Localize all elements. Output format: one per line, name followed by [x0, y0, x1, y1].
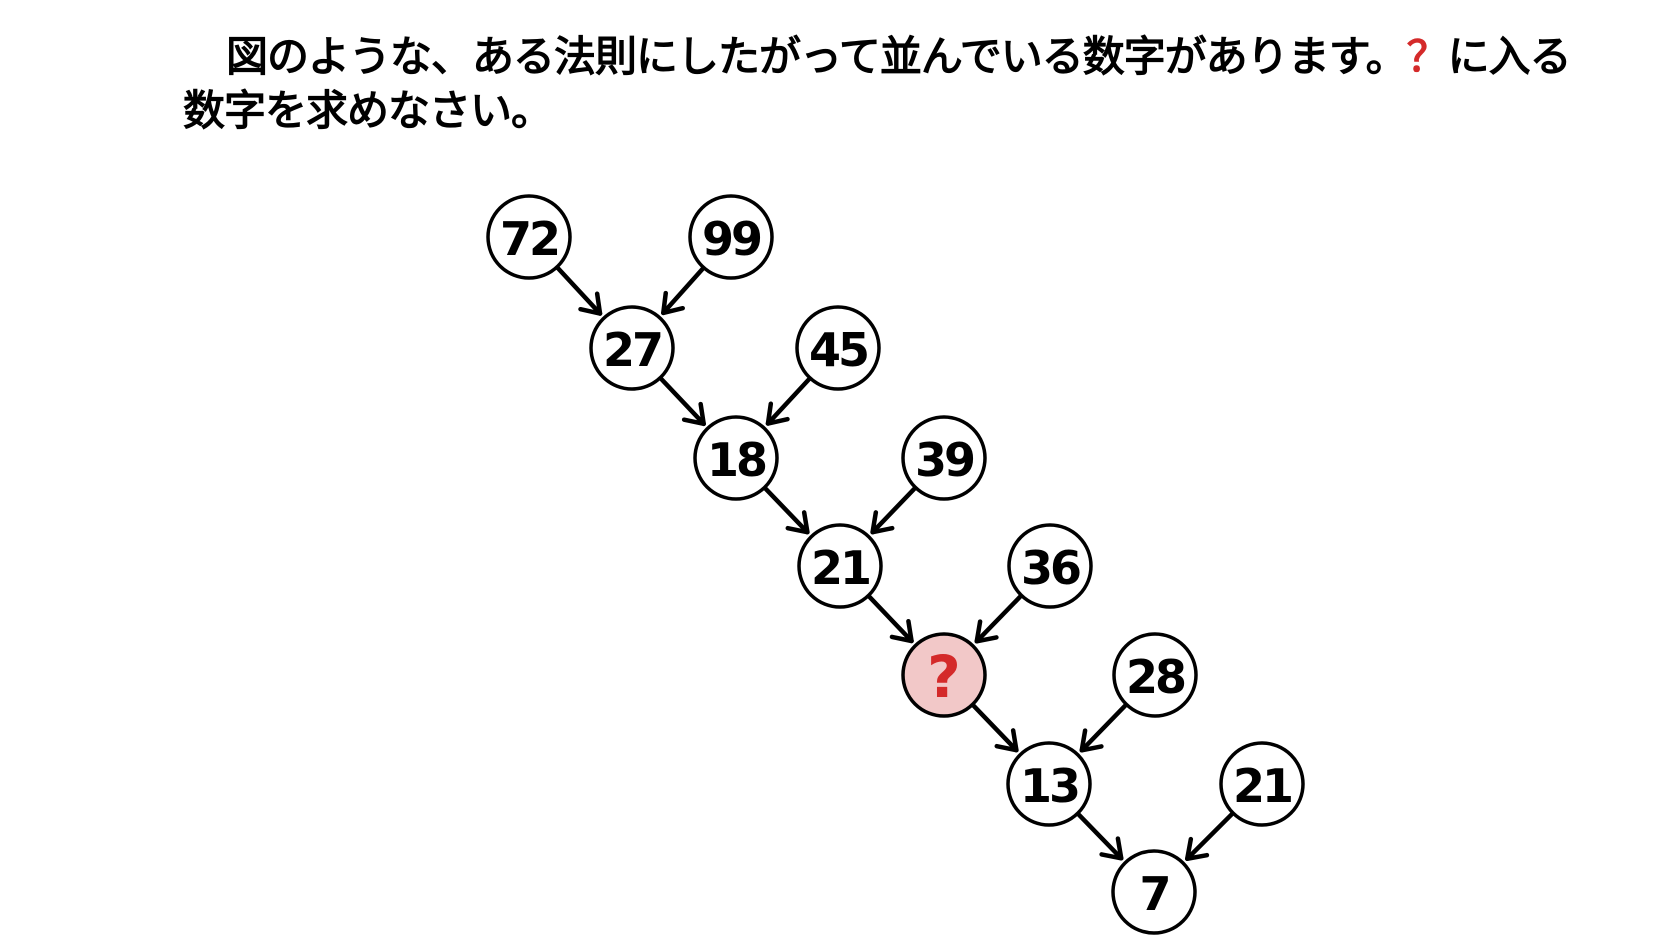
number-node-n39: 39 [901, 415, 987, 501]
node-circle [486, 194, 572, 280]
node-circle [1219, 741, 1305, 827]
node-label: 21 [1233, 759, 1291, 813]
unknown-number-node: ? [901, 632, 987, 718]
arrow-n27-to-n18 [659, 376, 706, 427]
number-node-n21b: 21 [1219, 741, 1305, 827]
arrow-n18-to-n21a [763, 486, 810, 535]
arrow-head [765, 401, 790, 426]
question-line-1: 図のような、ある法則にしたがって並んでいる数字があります。？に入る [183, 30, 1572, 84]
question-line-2: 数字を求めなさい。 [183, 86, 553, 135]
number-node-n72: 72 [486, 194, 572, 280]
arrow-line [555, 266, 603, 316]
node-circle [693, 415, 779, 501]
arrow-head [681, 401, 706, 427]
node-label: 99 [702, 212, 761, 266]
arrow-n39-to-n21a [870, 486, 917, 535]
node-label: 21 [811, 541, 869, 595]
arrow-head [578, 291, 603, 316]
arrow-n28-to-n13 [1079, 703, 1128, 753]
number-node-n99: 99 [688, 194, 774, 280]
node-circle [795, 305, 881, 391]
arrow-head [1184, 836, 1210, 862]
node-circle [1111, 849, 1197, 935]
node-label: 27 [603, 323, 661, 377]
node-label: 18 [707, 433, 766, 487]
node-label: 45 [809, 323, 867, 377]
question-line-1-text: 図のような、ある法則にしたがって並んでいる数字があります。 [226, 32, 1408, 81]
unknown-number-label: ? [927, 643, 961, 711]
number-node-n18: 18 [693, 415, 779, 501]
node-label: 28 [1126, 650, 1185, 704]
arrow-head [889, 618, 914, 644]
question-text: 図のような、ある法則にしたがって並んでいる数字があります。？に入る 数字を求めな… [183, 30, 1572, 138]
arrow-line [1079, 703, 1128, 753]
node-label: 72 [500, 212, 558, 266]
arrow-head [974, 619, 999, 644]
node-circle [1007, 523, 1093, 609]
arrow-head [661, 290, 685, 316]
number-node-n21a: 21 [797, 523, 883, 609]
arrow-line [1184, 812, 1234, 862]
node-circle [901, 415, 987, 501]
arrow-n13-to-n7 [1076, 812, 1124, 861]
node-circle [688, 194, 774, 280]
number-node-n45: 45 [795, 305, 881, 391]
node-circle [797, 523, 883, 609]
arrow-line [974, 594, 1023, 644]
arrow-n21b-to-n7 [1184, 812, 1234, 862]
arrow-head [994, 728, 1019, 753]
node-label: 36 [1021, 541, 1080, 595]
number-node-n27: 27 [589, 305, 675, 391]
arrow-head [1099, 836, 1124, 861]
arrow-n45-to-n18 [765, 377, 812, 426]
arrow-head [1079, 728, 1104, 753]
question-line-1-tail: に入る [1447, 32, 1572, 81]
arrow-line [971, 703, 1019, 753]
node-circle [1006, 741, 1092, 827]
arrow-line [867, 594, 914, 644]
number-node-n13: 13 [1006, 741, 1092, 827]
arrow-head [785, 510, 810, 535]
node-label: 13 [1020, 759, 1078, 813]
arrow-line [870, 486, 917, 535]
number-node-n7: 7 [1111, 849, 1197, 935]
arrow-head [870, 510, 895, 535]
node-circle [901, 632, 987, 718]
arrow-nq-to-n13 [971, 703, 1019, 753]
arrow-line [659, 376, 706, 427]
node-circle [1112, 632, 1198, 718]
arrow-n21a-to-nq [867, 594, 914, 644]
arrow-n36-to-nq [974, 594, 1023, 644]
arrow-line [763, 486, 810, 535]
question-mark-symbol: ？ [1406, 32, 1449, 81]
arrow-line [765, 377, 812, 426]
arrow-line [1076, 812, 1124, 861]
arrow-line [661, 266, 705, 316]
node-circle [589, 305, 675, 391]
number-node-n28: 28 [1112, 632, 1198, 718]
arrow-n99-to-n27 [661, 266, 705, 316]
number-node-n36: 36 [1007, 523, 1093, 609]
arrow-n72-to-n27 [555, 266, 603, 316]
node-label: 39 [915, 433, 974, 487]
node-label: 7 [1139, 867, 1168, 921]
